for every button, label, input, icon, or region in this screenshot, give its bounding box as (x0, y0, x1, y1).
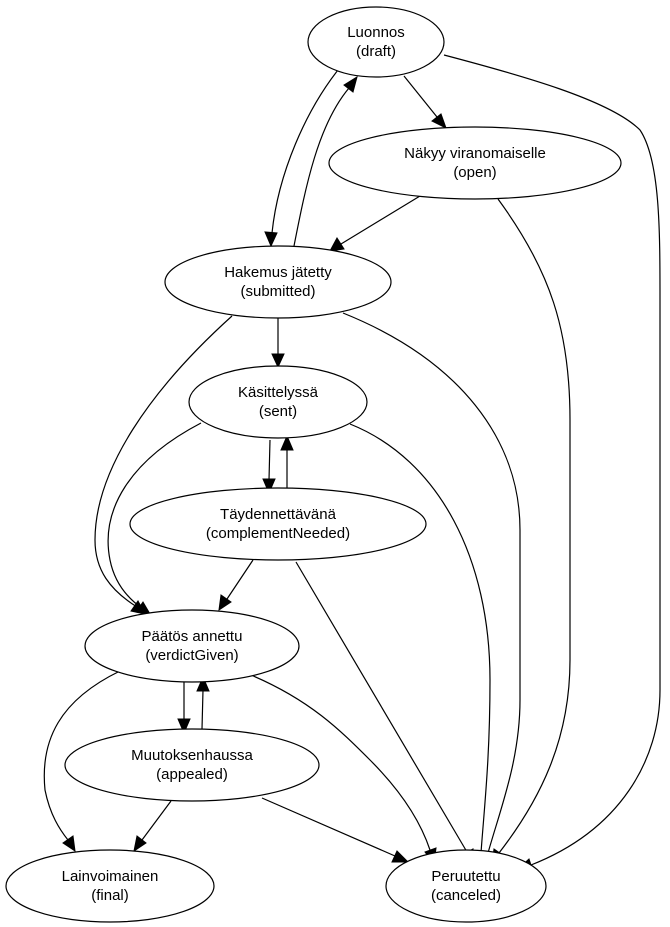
edge-submitted-to-draft (293, 75, 358, 247)
node-appealed-code: (appealed) (156, 766, 228, 783)
node-draft: Luonnos (draft) (307, 6, 445, 78)
node-verdictGiven: Päätös annettu (verdictGiven) (84, 609, 300, 683)
edge-open-to-canceled (491, 198, 571, 866)
node-canceled-code: (canceled) (431, 887, 501, 904)
node-verdictGiven-code: (verdictGiven) (145, 647, 238, 664)
edge-complementNeeded-to-canceled (295, 561, 475, 866)
node-canceled: Peruutettu (canceled) (385, 849, 547, 923)
edge-appealed-to-final (133, 800, 172, 853)
edge-appealed-to-verdictGiven (196, 675, 210, 730)
node-submitted-code: (submitted) (240, 283, 315, 300)
node-final-name: Lainvoimainen (62, 868, 159, 885)
node-final-code: (final) (91, 887, 129, 904)
node-sent: Käsittelyssä (sent) (188, 365, 368, 439)
nodes-layer: Luonnos (draft) Näkyy viranomaiselle (op… (5, 6, 622, 923)
node-complementNeeded: Täydennettävänä (complementNeeded) (129, 487, 427, 561)
edge-draft-to-open (403, 75, 447, 130)
node-complementNeeded-code: (complementNeeded) (206, 525, 350, 542)
edge-submitted-to-sent (271, 316, 285, 369)
edge-verdictGiven-to-final (43, 670, 121, 853)
edge-submitted-to-canceled (342, 312, 521, 868)
edge-submitted-to-verdictGiven (94, 315, 233, 615)
node-canceled-name: Peruutettu (431, 868, 500, 885)
edge-draft-to-submitted (264, 64, 343, 248)
node-open: Näkyy viranomaiselle (open) (328, 126, 622, 200)
node-submitted-name: Hakemus jätetty (224, 264, 332, 281)
edge-open-to-submitted (329, 195, 421, 252)
node-final: Lainvoimainen (final) (5, 849, 215, 923)
node-submitted: Hakemus jätetty (submitted) (164, 245, 392, 319)
node-verdictGiven-name: Päätös annettu (142, 628, 243, 645)
node-complementNeeded-name: Täydennettävänä (220, 506, 337, 523)
node-open-code: (open) (453, 164, 496, 181)
edge-complementNeeded-to-verdictGiven (218, 559, 254, 612)
node-open-name: Näkyy viranomaiselle (404, 145, 546, 162)
edge-sent-to-complementNeeded (262, 439, 276, 495)
edge-verdictGiven-to-appealed (177, 682, 191, 735)
node-appealed: Muutoksenhaussa (appealed) (64, 728, 320, 802)
node-draft-code: (draft) (356, 43, 396, 60)
node-appealed-name: Muutoksenhaussa (131, 747, 253, 764)
edge-complementNeeded-to-sent (280, 434, 294, 490)
node-sent-code: (sent) (259, 403, 297, 420)
edge-sent-to-verdictGiven (107, 422, 202, 615)
edge-sent-to-canceled (349, 423, 491, 868)
node-sent-name: Käsittelyssä (238, 384, 319, 401)
node-draft-name: Luonnos (347, 24, 405, 41)
edge-appealed-to-canceled (261, 797, 410, 863)
